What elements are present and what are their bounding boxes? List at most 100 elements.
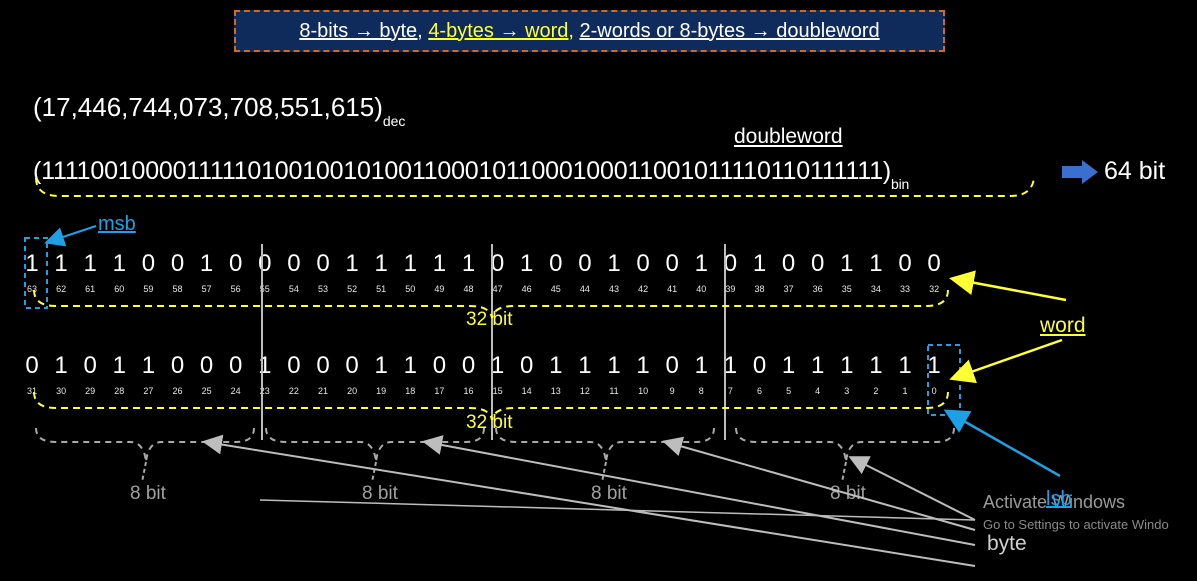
- bit-value: 1: [345, 250, 359, 277]
- bit-index: 20: [347, 386, 358, 396]
- byte-label: byte: [987, 532, 1027, 555]
- bit-index: 45: [550, 284, 561, 294]
- bit-index: 52: [347, 284, 358, 294]
- decimal-value: (17,446,744,073,708,551,615)dec: [33, 92, 405, 129]
- bit-value: 0: [665, 352, 679, 379]
- bit-value: 0: [490, 250, 505, 277]
- bit-index: 42: [638, 284, 649, 294]
- bit-value: 1: [461, 250, 476, 277]
- binary-number: (111100100001111101001001010011000101100…: [33, 157, 892, 185]
- bit-value: 0: [665, 250, 679, 277]
- bit-value: 1: [25, 250, 39, 277]
- byte-arrow-4: [848, 456, 976, 521]
- bit-index: 33: [899, 284, 910, 294]
- bit-index: 44: [579, 284, 590, 294]
- lsb-arrow: [943, 409, 1061, 478]
- bit-value: 1: [869, 352, 883, 379]
- bit-value: 0: [549, 250, 563, 277]
- lsb-label: lsb: [1046, 488, 1072, 510]
- bit-index: 56: [230, 284, 241, 294]
- bit-index: 41: [667, 284, 678, 294]
- bit-value: 0: [141, 250, 156, 277]
- bit-index: 25: [201, 386, 212, 396]
- bit-index: 36: [812, 284, 823, 294]
- bit-value: 1: [199, 250, 214, 277]
- bit-index: 59: [143, 284, 154, 294]
- bit-index: 11: [609, 386, 619, 396]
- bit-value: 0: [636, 250, 650, 277]
- bit-value: 1: [869, 250, 883, 277]
- bit8-label-3: 8 bit: [591, 483, 627, 504]
- byte-arrow-2: [422, 435, 976, 546]
- bit-index: 22: [288, 386, 299, 396]
- header-banner: 8-bits → byte, 4-bytes → word, 2-words o…: [234, 10, 945, 52]
- word-arrow-bottom: [949, 338, 1063, 384]
- bit-value: 1: [141, 352, 156, 379]
- bit-value: 0: [432, 352, 447, 379]
- bit-value: 0: [578, 250, 592, 277]
- bit-value: 0: [25, 352, 39, 379]
- bit-index: 62: [56, 284, 67, 294]
- bit-value: 0: [316, 250, 330, 277]
- bit32-bottom-label: 32 bit: [466, 412, 513, 433]
- bit-value: 1: [403, 250, 417, 277]
- bit32-top-label: 32 bit: [466, 309, 513, 330]
- msb-box: [24, 237, 48, 309]
- bit-index: 32: [929, 284, 940, 294]
- bit-index: 17: [434, 386, 445, 396]
- bit-value: 0: [229, 250, 243, 277]
- bit-value: 1: [549, 352, 563, 379]
- bit64-arrow-icon: [1062, 160, 1098, 184]
- bit-index: 37: [783, 284, 794, 294]
- bit-index: 57: [201, 284, 212, 294]
- bit-value: 0: [898, 250, 912, 277]
- bit32-brace-bottom: [33, 391, 949, 421]
- bit-value: 1: [781, 352, 796, 379]
- bit-index: 39: [725, 284, 736, 294]
- header-word-text: 4-bytes → word,: [428, 19, 574, 42]
- bit-index: 50: [405, 284, 416, 294]
- bit-index: 18: [405, 386, 416, 396]
- bit-value: 1: [83, 250, 97, 277]
- bit-index: 9: [669, 386, 675, 396]
- decimal-number: (17,446,744,073,708,551,615): [33, 92, 383, 122]
- bit-value: 0: [723, 250, 738, 277]
- bit-value: 1: [752, 250, 767, 277]
- bit-value: 0: [781, 250, 796, 277]
- bit-value: 0: [287, 352, 301, 379]
- header-byte-text: 8-bits → byte,: [299, 19, 423, 42]
- bit-index: 0: [931, 386, 937, 396]
- bit-value: 0: [316, 352, 330, 379]
- bit-value: 1: [840, 352, 854, 379]
- msb-arrow: [44, 225, 97, 247]
- bit-value: 1: [607, 250, 621, 277]
- bit-index: 4: [815, 386, 821, 396]
- bit-index: 15: [492, 386, 503, 396]
- header-doubleword-text: 2-words or 8-bytes → doubleword: [579, 19, 880, 42]
- bit-index: 34: [870, 284, 881, 294]
- bit-index: 26: [172, 386, 183, 396]
- word-arrow-top: [949, 270, 1067, 302]
- bit-index: 63: [26, 284, 37, 294]
- bit-value: 1: [578, 352, 592, 379]
- bit-value: 0: [345, 352, 359, 379]
- bit-value: 0: [229, 352, 243, 379]
- byte-brace-3: [495, 427, 715, 463]
- bit-value: 1: [811, 352, 825, 379]
- bit-value: 1: [694, 250, 708, 277]
- byte-arrow-5: [259, 499, 976, 521]
- bit-index: 1: [902, 386, 908, 396]
- watermark-subtitle: Go to Settings to activate Windo: [983, 517, 1169, 532]
- lsb-box: [927, 344, 961, 416]
- bit-value: 0: [927, 250, 941, 277]
- bit-index: 28: [114, 386, 125, 396]
- bit-index: 51: [376, 284, 387, 294]
- bit-index: 61: [85, 284, 96, 294]
- word-label: word: [1040, 314, 1086, 337]
- bit-value: 0: [83, 352, 97, 379]
- bit-index: 10: [638, 386, 649, 396]
- bit-value: 0: [170, 352, 185, 379]
- bit8-label-2: 8 bit: [362, 483, 398, 504]
- bit-value: 1: [898, 352, 912, 379]
